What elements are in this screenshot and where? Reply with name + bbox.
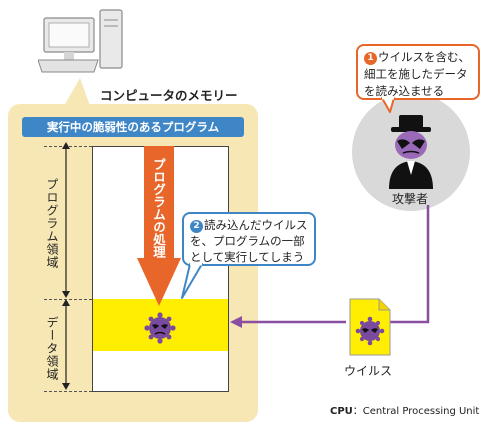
program-area-label: プログラム領域 — [45, 178, 59, 269]
virus-file-icon — [349, 298, 391, 356]
virus-label: ウイルス — [344, 364, 393, 378]
virus-icon — [144, 312, 176, 344]
footnote: CPU：Central Processing Unit — [330, 402, 479, 417]
memory-title: コンピュータのメモリー — [100, 88, 238, 103]
footnote-text: Central Processing Unit — [362, 406, 480, 417]
footnote-separator: ： — [352, 406, 363, 417]
footnote-abbr: CPU — [330, 406, 353, 417]
boundary-bottom — [44, 391, 92, 392]
step2-text: 読み込んだウイルスを、プログラムの一部として実行してしまう — [190, 218, 308, 264]
attacker-label: 攻撃者 — [392, 192, 429, 206]
attacker-icon — [389, 115, 433, 189]
step1-text: ウイルスを含む、細工を施したデータを読み込ませる — [364, 50, 470, 98]
boundary-middle — [44, 299, 92, 300]
memory-panel-pointer — [64, 78, 90, 106]
processing-label: プログラムの処理 — [151, 158, 166, 258]
step2-callout-pointer — [181, 262, 203, 299]
data-area-label: データ領域 — [45, 316, 59, 381]
computer-icon — [38, 9, 123, 73]
down-arrow-icon — [137, 146, 181, 306]
step1-number: 1 — [364, 52, 377, 65]
area-brackets — [62, 142, 70, 390]
program-header: 実行中の脆弱性のあるプログラム — [22, 117, 244, 137]
step1-callout-pointer — [381, 96, 395, 113]
attack-path-line — [230, 205, 430, 328]
step2-number: 2 — [190, 220, 203, 233]
